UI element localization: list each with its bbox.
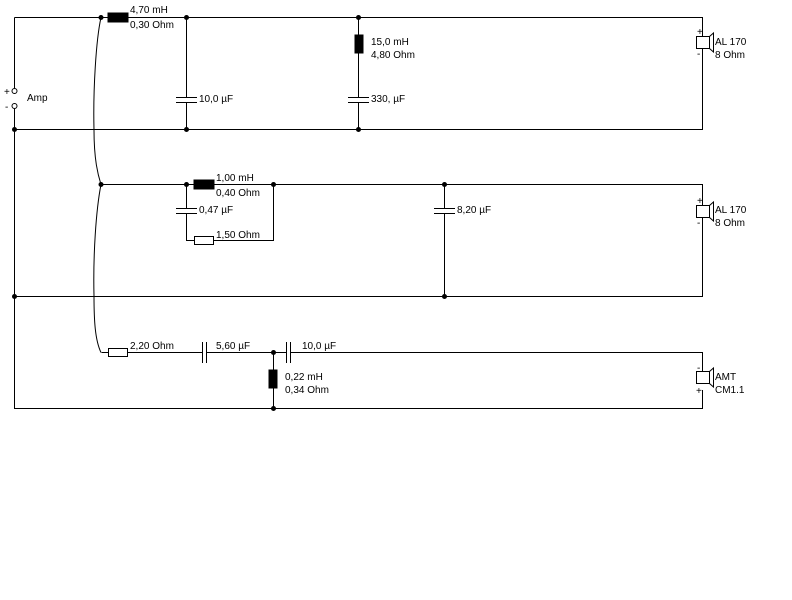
l1-value: 4,70 mH xyxy=(130,5,168,16)
junction-dots xyxy=(12,15,447,411)
inductor-0-22mh xyxy=(268,369,278,389)
b2-r1-value: 1,50 Ohm xyxy=(216,230,260,241)
l2-value: 15,0 mH xyxy=(371,37,409,48)
speaker3-minus: - xyxy=(697,363,700,374)
speaker2-plus: + xyxy=(697,196,703,207)
l1-resistance: 0,30 Ohm xyxy=(130,20,174,31)
inductor-1mh xyxy=(193,179,215,190)
capacitors xyxy=(176,97,455,363)
speaker2-name: AL 170 xyxy=(715,205,747,216)
speaker3-plus: + xyxy=(696,386,702,397)
c1-value: 10,0 µF xyxy=(199,94,233,105)
amp-minus-terminal xyxy=(11,103,18,109)
b2-l1-resistance: 0,40 Ohm xyxy=(216,188,260,199)
speaker2-impedance: 8 Ohm xyxy=(715,218,745,229)
speaker1-plus: + xyxy=(697,27,703,38)
speaker-icon xyxy=(696,366,714,389)
b2-c2-value: 8,20 µF xyxy=(457,205,491,216)
amp-plus-terminal xyxy=(11,88,18,94)
inductor-4-70mh xyxy=(107,12,129,23)
speaker3-name: AMT xyxy=(715,372,736,383)
resistor-1-50ohm xyxy=(194,236,214,245)
amp-label: Amp xyxy=(27,93,48,104)
b3-c1-value: 5,60 µF xyxy=(216,341,250,352)
amp-minus-label: - xyxy=(5,102,8,113)
speaker3-impedance: CM1.1 xyxy=(715,385,745,396)
amp-plus-label: + xyxy=(4,87,10,98)
b2-l1-value: 1,00 mH xyxy=(216,173,254,184)
speaker-icon xyxy=(696,31,714,54)
speaker1-minus: - xyxy=(697,49,700,60)
l2-resistance: 4,80 Ohm xyxy=(371,50,415,61)
inductor-15mh xyxy=(354,34,364,54)
b3-c2-value: 10,0 µF xyxy=(302,341,336,352)
b2-c1-value: 0,47 µF xyxy=(199,205,233,216)
b3-r1-value: 2,20 Ohm xyxy=(130,341,174,352)
speaker1-impedance: 8 Ohm xyxy=(715,50,745,61)
speaker-icon xyxy=(696,200,714,223)
speaker2-minus: - xyxy=(697,218,700,229)
c2-value: 330, µF xyxy=(371,94,405,105)
b3-l1-value: 0,22 mH xyxy=(285,372,323,383)
b3-l1-resistance: 0,34 Ohm xyxy=(285,385,329,396)
resistor-2-20ohm xyxy=(108,348,128,357)
speaker1-name: AL 170 xyxy=(715,37,747,48)
